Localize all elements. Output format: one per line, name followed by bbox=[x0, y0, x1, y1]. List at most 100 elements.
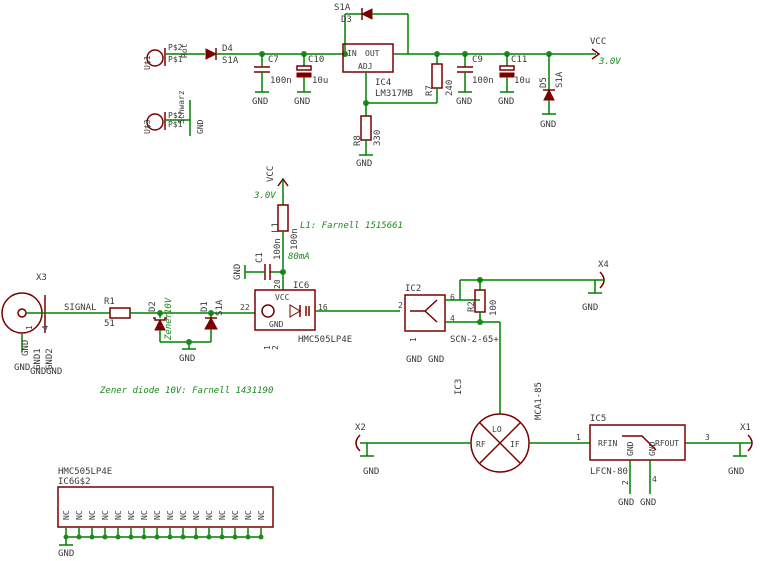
ic6-bottom-b: 2 bbox=[271, 345, 280, 350]
diode-d5: D5 S1A GND bbox=[539, 51, 565, 130]
ic6-pin20: 20 bbox=[273, 279, 282, 289]
c1-name: C1 bbox=[255, 252, 265, 263]
x4-name: X4 bbox=[598, 260, 609, 270]
ic5-pin1: 1 bbox=[576, 433, 581, 442]
nc-label: NC bbox=[62, 510, 71, 520]
c9-value: 100n bbox=[472, 76, 494, 86]
u3-pin1: P$1 bbox=[168, 120, 183, 129]
ic2-pin2: 2 bbox=[398, 301, 403, 310]
u1-label: Rot bbox=[180, 43, 189, 58]
x3-gnd-r: GND bbox=[21, 340, 31, 356]
ic5-pin3: 3 bbox=[705, 433, 710, 442]
u1-name: U$1 bbox=[143, 55, 152, 70]
c7-value: 100n bbox=[270, 76, 292, 86]
nc-label: NC bbox=[88, 510, 97, 520]
connector-x4: X4 GND bbox=[582, 260, 609, 313]
ic4-out: OUT bbox=[365, 49, 380, 58]
x1-name: X1 bbox=[740, 423, 751, 433]
d2-name: D2 bbox=[148, 301, 158, 312]
ic6-pin22: 22 bbox=[240, 303, 250, 312]
nc-junction bbox=[180, 534, 186, 540]
d5-name: D5 bbox=[539, 77, 549, 88]
zener-note: Zener diode 10V: Farnell 1431190 bbox=[99, 386, 273, 396]
nc-label: NC bbox=[140, 510, 149, 520]
r8-gnd: GND bbox=[356, 159, 372, 169]
c7-gnd: GND bbox=[252, 97, 268, 107]
ic2-pin6: 6 bbox=[450, 293, 455, 302]
u3-label: Schwarz bbox=[177, 90, 186, 124]
x2-name: X2 bbox=[355, 423, 366, 433]
nc-junction bbox=[167, 534, 173, 540]
ic4-name: IC4 bbox=[375, 78, 391, 88]
capacitor-c10: C10 10u GND bbox=[294, 51, 328, 107]
ic4-in: IN bbox=[347, 49, 357, 58]
nc-junction bbox=[115, 534, 121, 540]
capacitor-c1: GND C1 100n bbox=[233, 238, 286, 280]
nc-junction bbox=[193, 534, 199, 540]
c11-name: C11 bbox=[511, 55, 527, 65]
nc-junction bbox=[206, 534, 212, 540]
capacitor-c11: C11 10u GND bbox=[498, 51, 530, 107]
x2-gnd: GND bbox=[363, 467, 379, 477]
u3-gnd: GND bbox=[196, 119, 205, 134]
resistor-r2: R2 100 bbox=[459, 277, 595, 325]
resistor-r7: R7 240 bbox=[425, 51, 455, 103]
d3-value: S1A bbox=[334, 3, 351, 13]
d4-value: S1A bbox=[222, 56, 239, 66]
diode-d3: S1A D3 bbox=[334, 3, 409, 57]
connector-x2: X2 GND bbox=[355, 423, 379, 477]
ic2-value: SCN-2-65+ bbox=[450, 335, 499, 345]
connector-x3: X3 1 4 GND GND GND1 GND2 GND GND SIGNAL bbox=[1, 273, 110, 377]
ic5-gnd2: GND bbox=[640, 498, 656, 508]
nc-label: NC bbox=[75, 510, 84, 520]
nc-label: NC bbox=[101, 510, 110, 520]
ic5-gnd-b: GND bbox=[648, 441, 657, 456]
ic5-name: IC5 bbox=[590, 414, 606, 424]
c1-gnd: GND bbox=[233, 264, 243, 280]
ic2-name: IC2 bbox=[405, 284, 421, 294]
vcc-mid: VCC 3.0V bbox=[253, 166, 289, 205]
r1-value: 51 bbox=[104, 319, 115, 329]
l1-note: L1: Farnell 1515661 bbox=[300, 221, 403, 231]
nc-junction bbox=[219, 534, 225, 540]
u3-pin2: P$2 bbox=[168, 111, 183, 120]
regulator-ic4: IN OUT ADJ IC4 LM317MB bbox=[342, 43, 552, 106]
c10-gnd: GND bbox=[294, 97, 310, 107]
ic6-value: HMC505LP4E bbox=[298, 335, 352, 345]
nc-label: NC bbox=[244, 510, 253, 520]
nc-junction bbox=[258, 534, 264, 540]
r1-name: R1 bbox=[104, 297, 115, 307]
x4-gnd: GND bbox=[582, 303, 598, 313]
x3-gnd2: GND2 bbox=[45, 348, 55, 370]
x3-gnd-label2: GND bbox=[46, 367, 62, 377]
connector-u1: U$1 P$2 P$1 Rot bbox=[143, 43, 205, 70]
current-note: 80mA bbox=[288, 252, 310, 262]
diode-d4: D4 S1A bbox=[205, 44, 345, 66]
nc-label: NC bbox=[114, 510, 123, 520]
nc-label: NC bbox=[179, 510, 188, 520]
mixer-lo: LO bbox=[492, 425, 502, 434]
ic4-adj: ADJ bbox=[358, 62, 372, 71]
ic6-name: IC6 bbox=[293, 281, 309, 291]
x3-gnd1: GND1 bbox=[33, 348, 43, 370]
mixer-if: IF bbox=[510, 440, 520, 449]
c7-name: C7 bbox=[268, 55, 279, 65]
ic5-gnd-a: GND bbox=[626, 441, 635, 456]
d4-name: D4 bbox=[222, 44, 233, 54]
nc-label: NC bbox=[257, 510, 266, 520]
ic5-rfout: RFOUT bbox=[655, 439, 679, 448]
c9-gnd: GND bbox=[456, 97, 472, 107]
nc-label: NC bbox=[166, 510, 175, 520]
d2-value: 10V bbox=[164, 297, 174, 314]
c11-value: 10u bbox=[514, 76, 530, 86]
ic2-gnd2: GND bbox=[428, 355, 444, 365]
c9-name: C9 bbox=[472, 55, 483, 65]
c11-gnd: GND bbox=[498, 97, 514, 107]
c10-name: C10 bbox=[308, 55, 324, 65]
vcc-top-label: VCC bbox=[590, 37, 606, 47]
ic3-value: MCA1-85 bbox=[534, 382, 544, 420]
nc-label: NC bbox=[127, 510, 136, 520]
nc-junction bbox=[102, 534, 108, 540]
